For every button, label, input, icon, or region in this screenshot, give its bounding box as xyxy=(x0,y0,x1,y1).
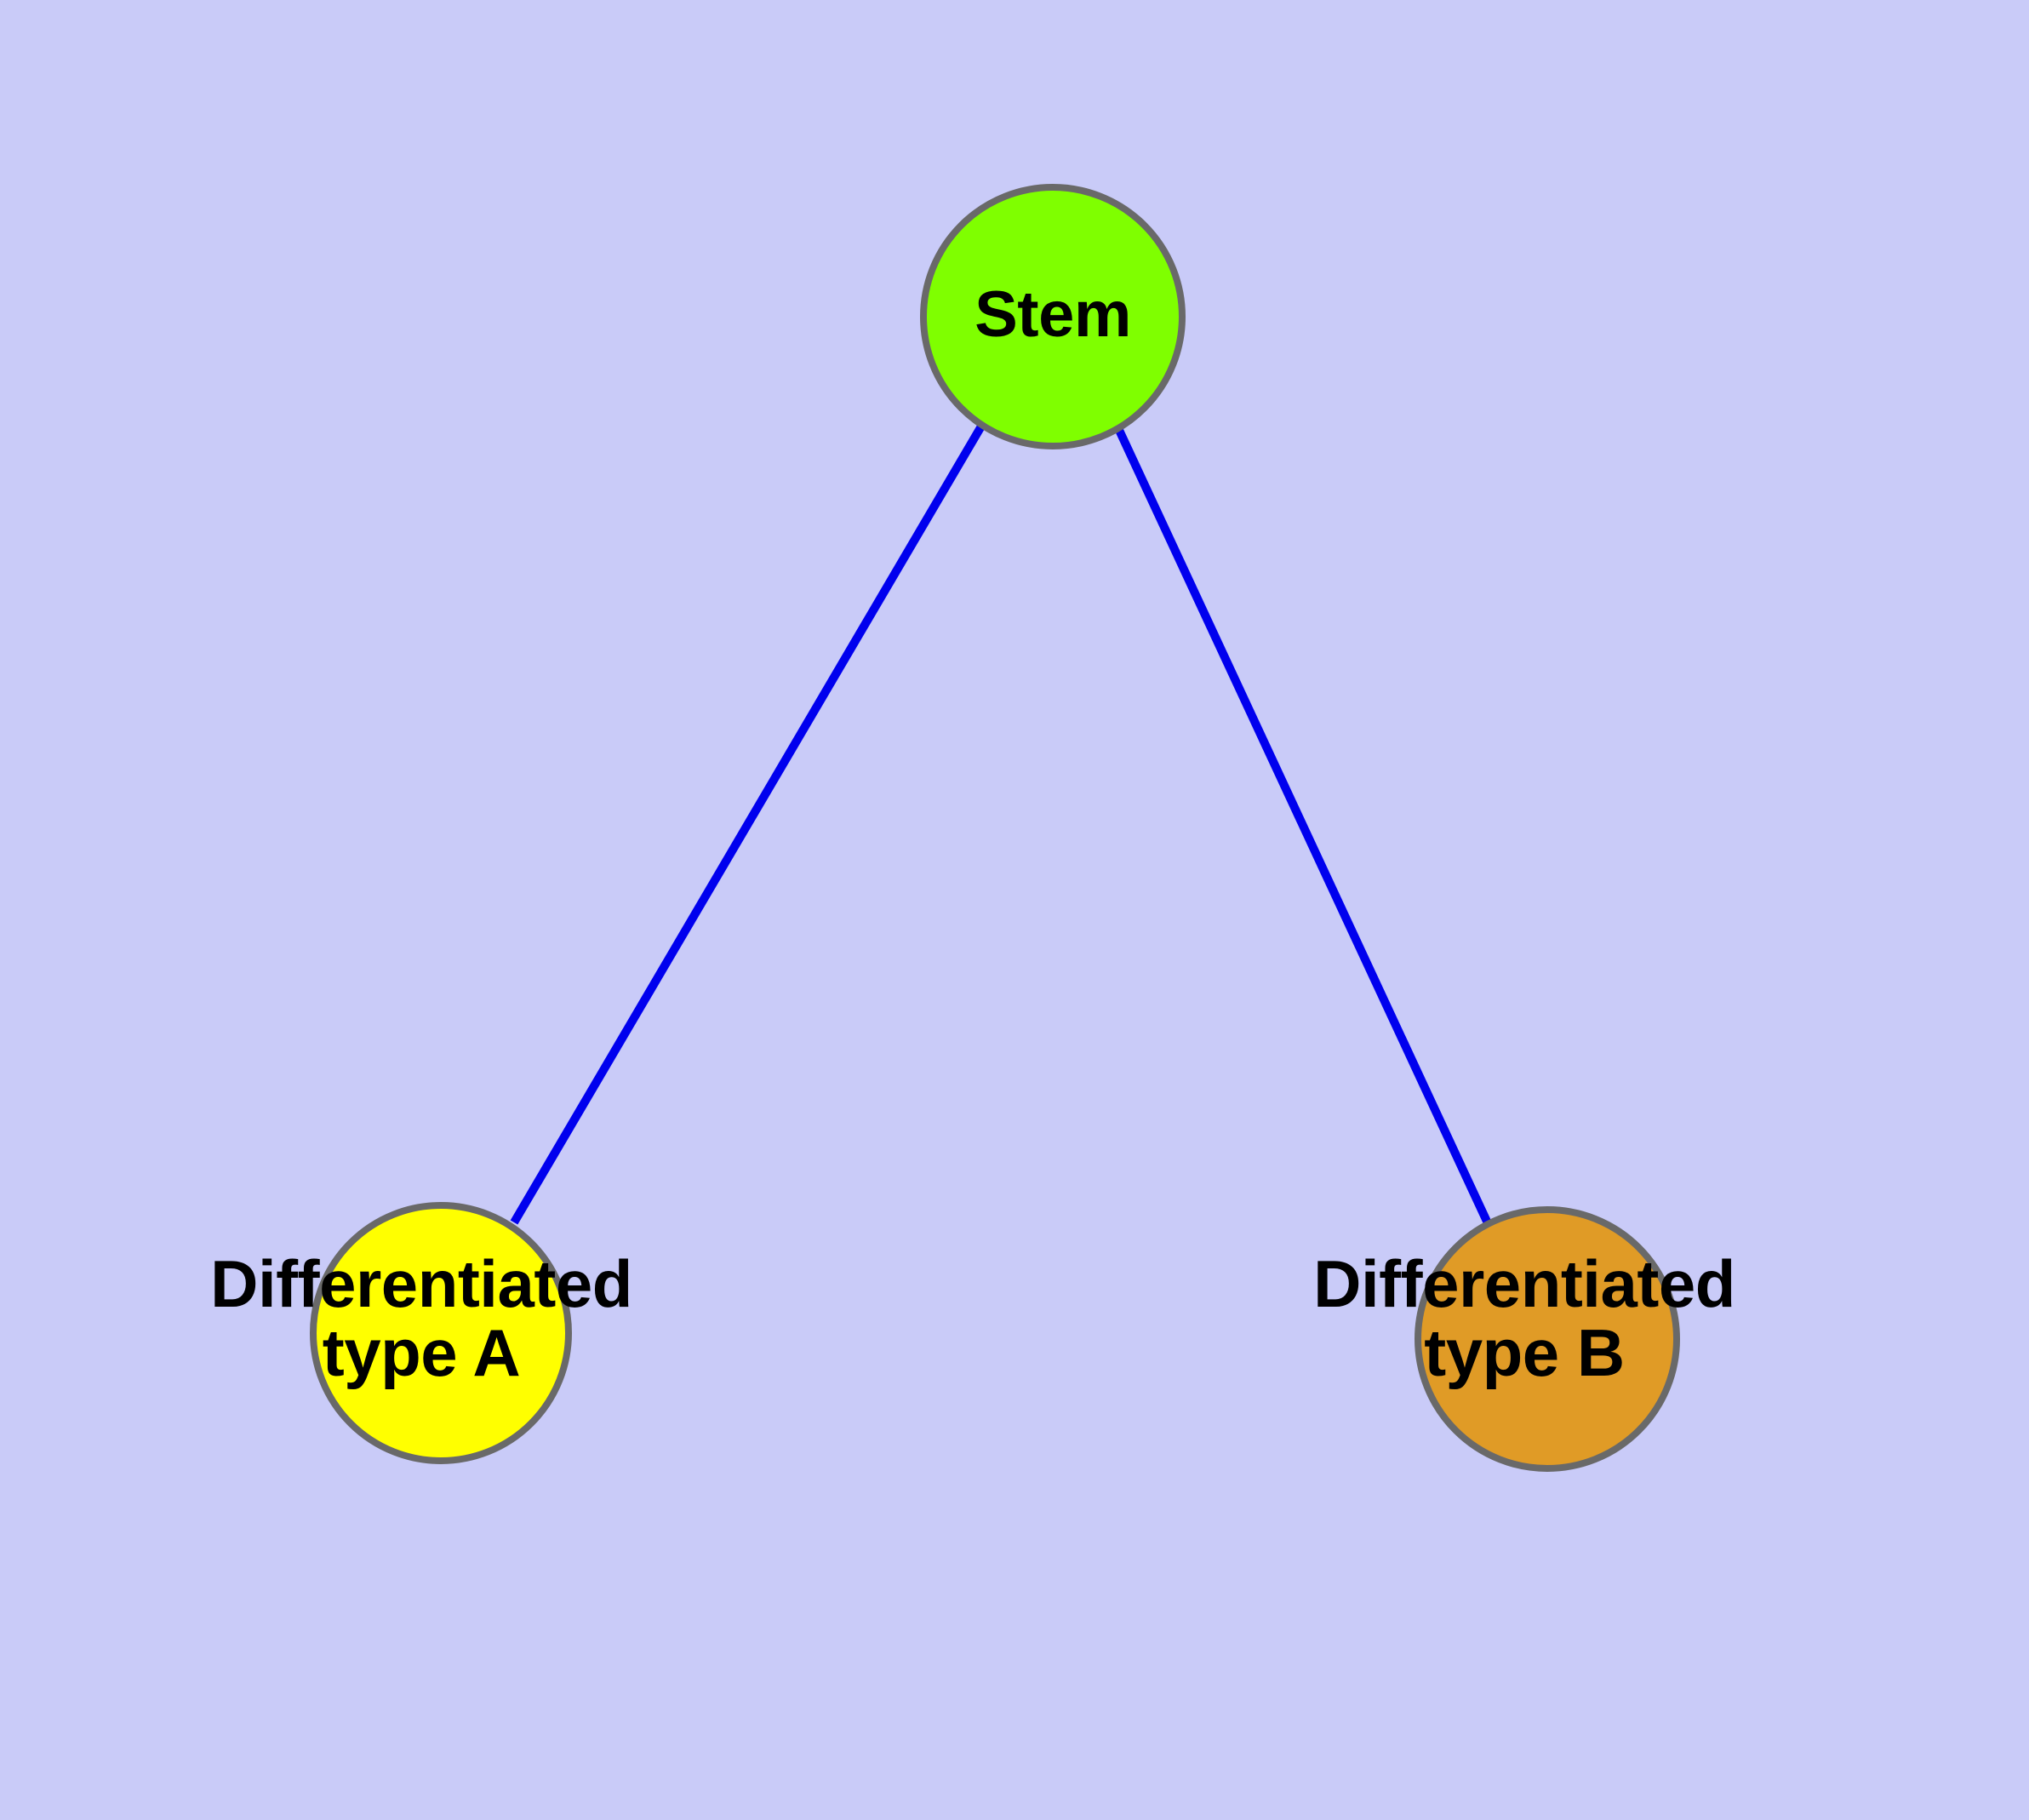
node-diff-a[interactable] xyxy=(310,1202,572,1464)
edge-stem-to-diff-a[interactable] xyxy=(510,422,986,1225)
node-stem[interactable] xyxy=(920,184,1186,449)
node-diff-b[interactable] xyxy=(1415,1206,1680,1472)
node-layer xyxy=(310,184,1680,1472)
edge-layer xyxy=(510,422,1493,1228)
edge-stem-to-diff-b[interactable] xyxy=(1113,424,1493,1228)
